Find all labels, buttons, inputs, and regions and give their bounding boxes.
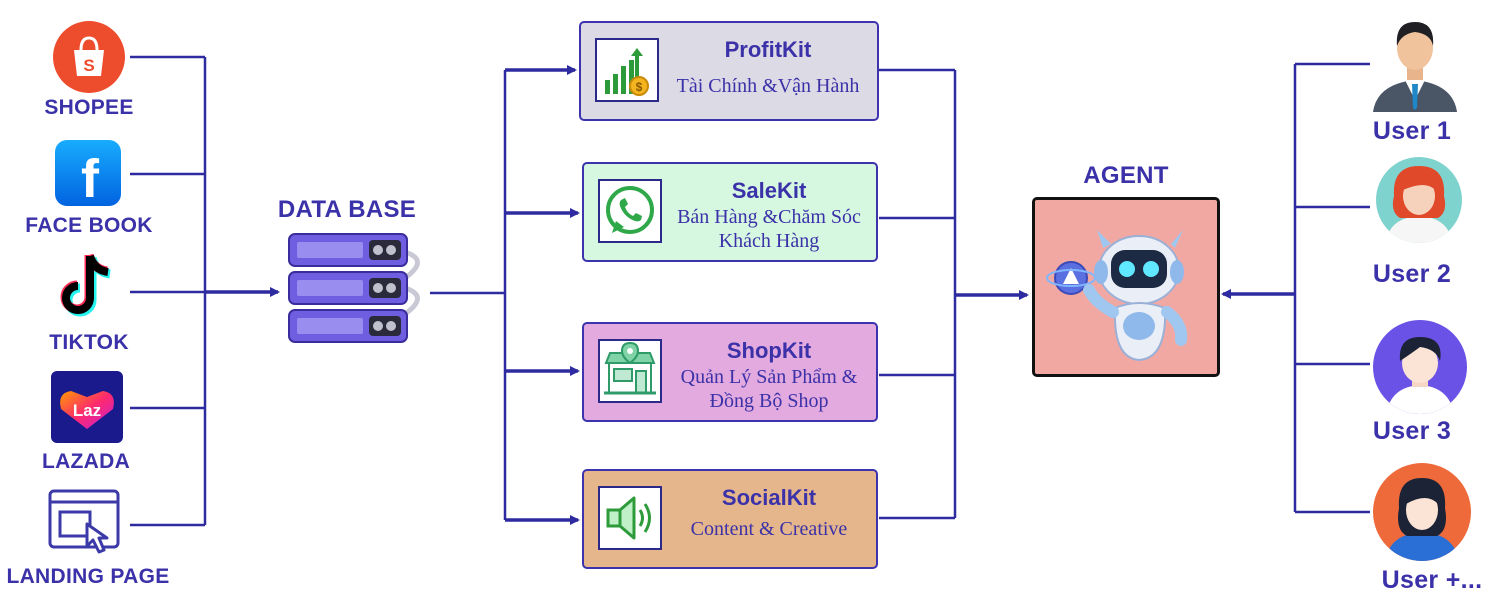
- source-label-shopee: SHOPEE: [44, 96, 134, 119]
- svg-text:f: f: [81, 149, 100, 207]
- source-label-lazada: LAZADA: [41, 450, 131, 473]
- kit-title: ProfitKit: [724, 37, 812, 62]
- kit-subtitle: Bán Hàng &Chăm Sóc: [677, 206, 861, 228]
- man-avatar-icon: [1372, 319, 1468, 415]
- lazada-icon: Laz: [51, 371, 123, 443]
- kit-card-salekit: SaleKit Bán Hàng &Chăm Sóc Khách Hàng: [582, 162, 878, 262]
- shopee-icon: S: [52, 20, 126, 94]
- svg-text:$: $: [636, 80, 643, 94]
- kit-title: SaleKit: [731, 178, 807, 203]
- landing-page-icon: [47, 488, 121, 556]
- woman-avatar-icon: [1371, 462, 1473, 562]
- source-label-tiktok: TIKTOK: [49, 331, 129, 354]
- user-label-2: User 2: [1372, 260, 1452, 288]
- agent-card: [1032, 197, 1220, 377]
- speaker-icon: [598, 486, 662, 550]
- source-label-landing-page: LANDING PAGE: [6, 565, 170, 588]
- database-server-icon: [285, 230, 435, 350]
- agent-label: AGENT: [1083, 162, 1169, 189]
- user-label-1: User 1: [1372, 117, 1452, 145]
- kit-card-shopkit: ShopKit Quản Lý Sản Phẩm & Đồng Bộ Shop: [582, 322, 878, 422]
- svg-text:Laz: Laz: [73, 401, 101, 420]
- database-label: DATA BASE: [277, 196, 417, 223]
- kit-subtitle: Tài Chính &Vận Hành: [676, 75, 860, 97]
- woman-avatar-icon: [1372, 156, 1466, 244]
- store-icon: [598, 339, 662, 403]
- svg-text:S: S: [83, 56, 94, 75]
- kit-card-profitkit: $ ProfitKit Tài Chính &Vận Hành: [579, 21, 879, 121]
- kit-title: ShopKit: [726, 338, 812, 363]
- kit-subtitle: Quản Lý Sản Phẩm &: [680, 366, 858, 388]
- whatsapp-icon: [598, 179, 662, 243]
- kit-subtitle: Đồng Bộ Shop: [709, 390, 829, 412]
- chart-growth-icon: $: [595, 38, 659, 102]
- robot-icon: [1043, 208, 1211, 366]
- user-label-more: User +...: [1381, 566, 1483, 594]
- facebook-icon: f: [54, 139, 122, 207]
- source-label-facebook: FACE BOOK: [25, 214, 153, 237]
- kit-subtitle: Khách Hàng: [718, 230, 820, 252]
- tiktok-icon: [56, 252, 122, 324]
- kit-card-socialkit: SocialKit Content & Creative: [582, 469, 878, 569]
- user-label-3: User 3: [1372, 417, 1452, 445]
- businessman-avatar-icon: [1371, 12, 1459, 112]
- kit-subtitle: Content & Creative: [690, 518, 848, 540]
- kit-title: SocialKit: [721, 485, 817, 510]
